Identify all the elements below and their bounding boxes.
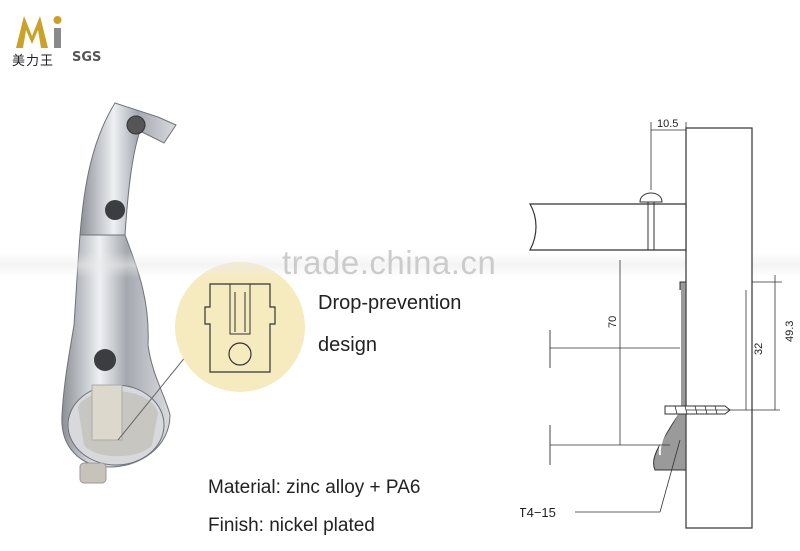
callout-text-line2: design xyxy=(318,334,377,356)
dim-10-5: 10.5 xyxy=(657,118,678,130)
wall-panel xyxy=(685,127,753,529)
bracket-product-image xyxy=(61,102,196,484)
technical-drawing: 10.5 70 32 49.3 ST4−15 xyxy=(520,118,796,529)
screw-spec-label: ST4−15 xyxy=(520,505,556,520)
finish-spec: Finish: nickel plated xyxy=(208,515,375,536)
watermark-text: trade.china.cn xyxy=(282,244,497,281)
drop-prevention-detail-drawing xyxy=(204,283,276,373)
callout-text-line1: Drop-prevention xyxy=(318,292,462,314)
dim-70: 70 xyxy=(607,316,619,328)
brand-chinese-name: 美力王 xyxy=(12,54,55,69)
brand-logo xyxy=(16,16,62,48)
watermark-band xyxy=(0,252,800,278)
material-spec: Material: zinc alloy + PA6 xyxy=(208,477,421,498)
dim-49-3: 49.3 xyxy=(784,321,796,342)
sgs-certification-label: SGS xyxy=(72,50,102,65)
dim-32: 32 xyxy=(753,343,765,355)
drop-prevention-callout xyxy=(175,262,305,392)
shelf-board xyxy=(528,203,687,251)
